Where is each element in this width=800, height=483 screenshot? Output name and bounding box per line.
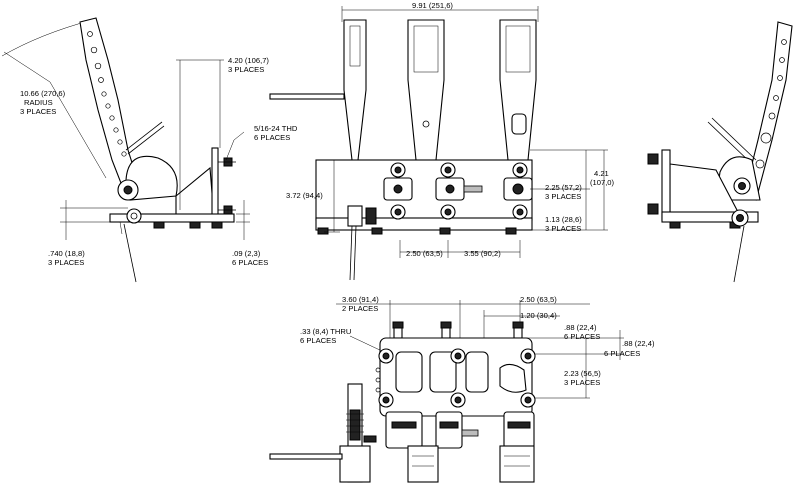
side-height-dim: 4.20 (106,7) <box>228 56 269 65</box>
top-view <box>269 300 624 483</box>
front-right-spacing-dim: 3.55 (90,2) <box>464 249 501 258</box>
top-r1-dim: .88 (22,4) <box>564 323 597 332</box>
top-r2-dim: .88 (22,4) <box>622 339 655 348</box>
top-hole-dim: .33 (8,4) THRU <box>300 327 351 336</box>
top-left-places: 2 PLACES <box>342 304 378 313</box>
radius-places: 3 PLACES <box>20 107 56 116</box>
left-side-view <box>1 17 250 283</box>
overall-width-dim: 9.91 (251,6) <box>412 1 453 10</box>
side-height-places: 3 PLACES <box>228 65 264 74</box>
front-left-spacing-dim: 2.50 (63,5) <box>406 249 443 258</box>
top-hole-places: 6 PLACES <box>300 336 336 345</box>
front-lower-places: 3 PLACES <box>545 224 581 233</box>
front-total-mm: (107,0) <box>590 178 615 187</box>
base-thick-dim: .09 (2,3) <box>232 249 261 258</box>
base-thick-places: 6 PLACES <box>232 258 268 267</box>
top-r3-dim: 2.23 (56,5) <box>564 369 601 378</box>
top-r2-places: 6 PLACES <box>604 349 640 358</box>
pivot-offset-places: 3 PLACES <box>48 258 84 267</box>
front-upper-dim: 2.25 (57,2) <box>545 183 582 192</box>
front-view <box>269 6 608 281</box>
top-small-dim: 1.20 (30,4) <box>520 311 557 320</box>
front-height-dim: 3.72 (94,4) <box>286 191 323 200</box>
front-lower-dim: 1.13 (28,6) <box>545 215 582 224</box>
thread-places: 6 PLACES <box>254 133 290 142</box>
radius-dim: 10.66 (270,6) <box>20 89 66 98</box>
thread-dim: 5/16-24 THD <box>254 124 298 133</box>
top-left-spacing-dim: 3.60 (91,4) <box>342 295 379 304</box>
top-right-spacing-dim: 2.50 (63,5) <box>520 295 557 304</box>
top-r3-places: 3 PLACES <box>564 378 600 387</box>
right-side-view <box>647 21 793 283</box>
front-upper-places: 3 PLACES <box>545 192 581 201</box>
top-r1-places: 6 PLACES <box>564 332 600 341</box>
radius-word: RADIUS <box>24 98 53 107</box>
pivot-offset-dim: .740 (18,8) <box>48 249 85 258</box>
front-total-dim: 4.21 <box>594 169 609 178</box>
